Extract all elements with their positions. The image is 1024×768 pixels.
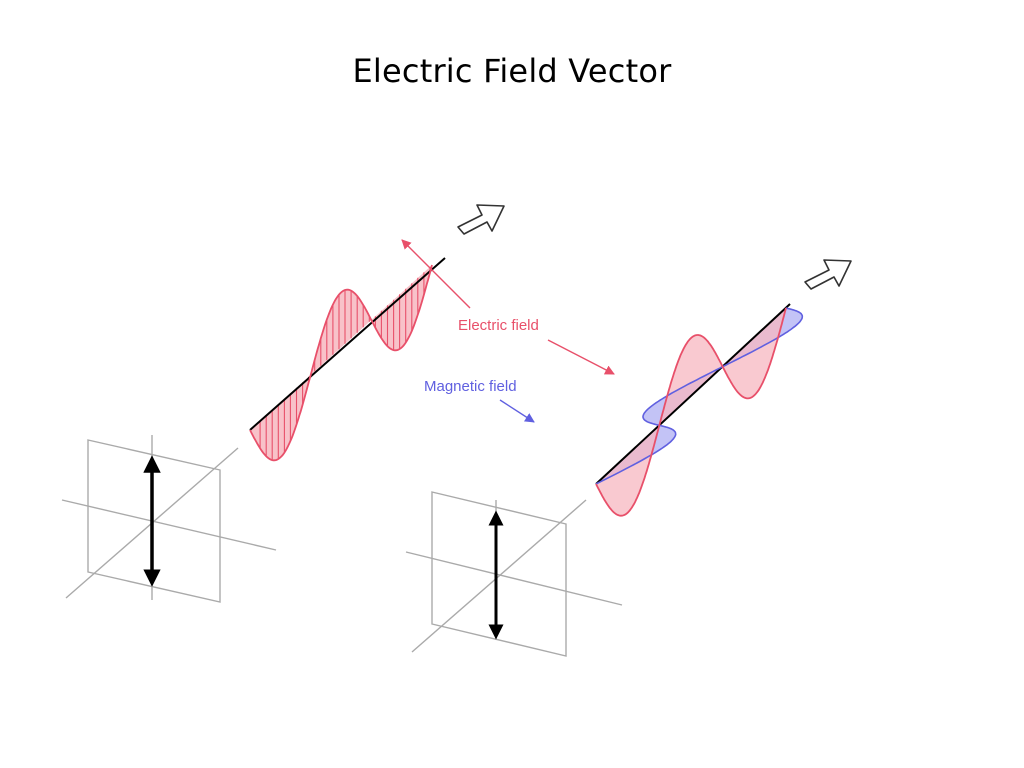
slide-title: Electric Field Vector	[352, 52, 672, 90]
magnetic-field-callout: Magnetic field	[424, 378, 535, 423]
electric-pointer-right	[547, 339, 615, 375]
left-electric-wave	[249, 257, 446, 462]
left-electric-field-vectors	[259, 266, 431, 461]
electric-field-callout: Electric field	[401, 239, 615, 375]
right-em-wave	[595, 303, 804, 517]
electric-wave-curve	[595, 307, 787, 517]
electric-field-label: Electric field	[458, 317, 539, 334]
electric-wave-fill	[596, 308, 786, 516]
left-polarization-frame	[61, 435, 277, 603]
right-propagation-arrow-icon	[804, 259, 852, 290]
right-propagation-axis	[595, 303, 791, 485]
electric-pointer-left	[401, 239, 471, 309]
magnetic-wave-curve	[595, 307, 804, 485]
right-polarization-frame	[405, 491, 623, 657]
left-propagation-arrow-icon	[457, 204, 505, 235]
left-propagation-axis	[249, 257, 446, 431]
left-electric-wave-fill	[250, 265, 432, 461]
left-wave-diagram	[61, 204, 505, 603]
left-electric-wave-curve	[249, 264, 433, 462]
magnetic-pointer	[499, 399, 535, 423]
magnetic-field-label: Magnetic field	[424, 378, 517, 395]
right-wave-diagram	[405, 259, 852, 657]
